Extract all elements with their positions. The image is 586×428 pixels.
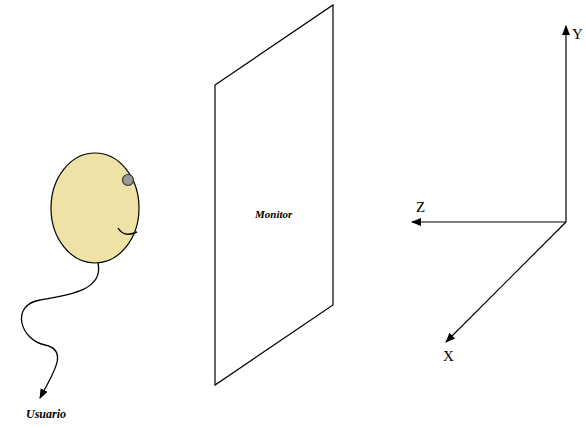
user-label: Usuario — [26, 407, 66, 422]
leader-arrow — [21, 263, 98, 398]
user-eye — [123, 175, 134, 186]
monitor-label: Monitor — [255, 208, 292, 220]
z-axis — [412, 221, 566, 222]
y-axis — [565, 26, 566, 222]
user-smile — [118, 228, 137, 234]
axis-label: Z — [416, 199, 425, 216]
monitor-panel: Monitor — [213, 3, 335, 387]
axis-label: Y — [572, 26, 583, 43]
monitor-outline — [213, 3, 335, 387]
axis-label: X — [443, 348, 454, 365]
user-face — [51, 153, 139, 263]
x-axis — [446, 222, 566, 342]
